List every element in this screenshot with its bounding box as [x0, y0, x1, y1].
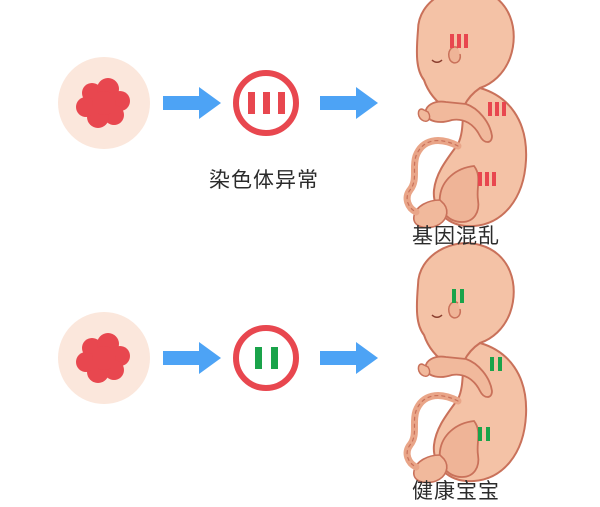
- arrow-icon: [163, 87, 221, 119]
- chromosome-ring-abnormal: [233, 70, 299, 136]
- caption-chromosome-abnormal: 染色体异常: [209, 168, 319, 192]
- arrow-icon: [320, 342, 378, 374]
- arrow-icon: [163, 342, 221, 374]
- row-abnormal: [58, 0, 526, 228]
- fetus-normal: [407, 243, 526, 482]
- arrow-icon: [320, 87, 378, 119]
- cell-icon: [58, 57, 150, 149]
- marker-abnormal: [450, 34, 506, 186]
- result-gene-chaos: 基因混乱: [412, 224, 500, 248]
- cell-icon: [58, 312, 150, 404]
- chromosome-ring-normal: [233, 325, 299, 391]
- row-normal: [58, 243, 526, 482]
- fetus-abnormal: [407, 0, 526, 228]
- marker-normal: [452, 289, 502, 441]
- result-healthy-baby: 健康宝宝: [412, 479, 500, 503]
